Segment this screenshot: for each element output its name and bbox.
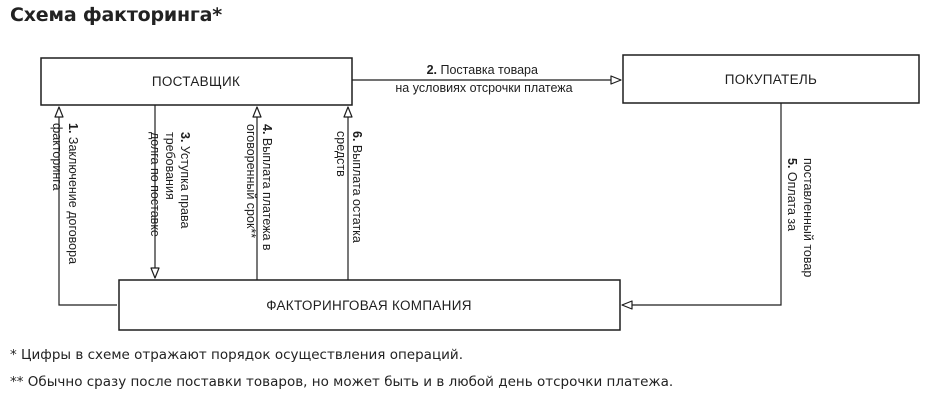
footnote-1: * Цифры в схеме отражают порядок осущест… xyxy=(10,347,463,363)
edge-5-arrow xyxy=(621,103,782,310)
edge-2-label: 2. Поставка товара на условиях отсрочки … xyxy=(395,63,572,95)
supplier-box xyxy=(40,57,353,106)
edge-1-label: 1. Заключение договора факторинга xyxy=(50,123,80,268)
buyer-label: ПОКУПАТЕЛЬ xyxy=(725,72,817,87)
edge-6-label: 6. Выплата остатка средств xyxy=(334,131,364,246)
edge-1-arrow xyxy=(54,106,117,306)
edge-4-label: 4. Выплата платежа в оговоренный срок** xyxy=(244,124,274,254)
edge-3-label: 3. Уступка права требования долга по пос… xyxy=(148,132,192,237)
supplier-label: ПОСТАВЩИК xyxy=(152,74,240,89)
buyer-box xyxy=(622,54,920,104)
footnote-2: ** Обычно сразу после поставки товаров, … xyxy=(10,374,674,390)
page-title: Схема факторинга* xyxy=(10,4,223,26)
factor-label: ФАКТОРИНГОВАЯ КОМПАНИЯ xyxy=(266,298,472,313)
factor-box xyxy=(118,279,621,331)
edge-5-label: 5. Оплата за поставленный товар xyxy=(785,158,815,277)
